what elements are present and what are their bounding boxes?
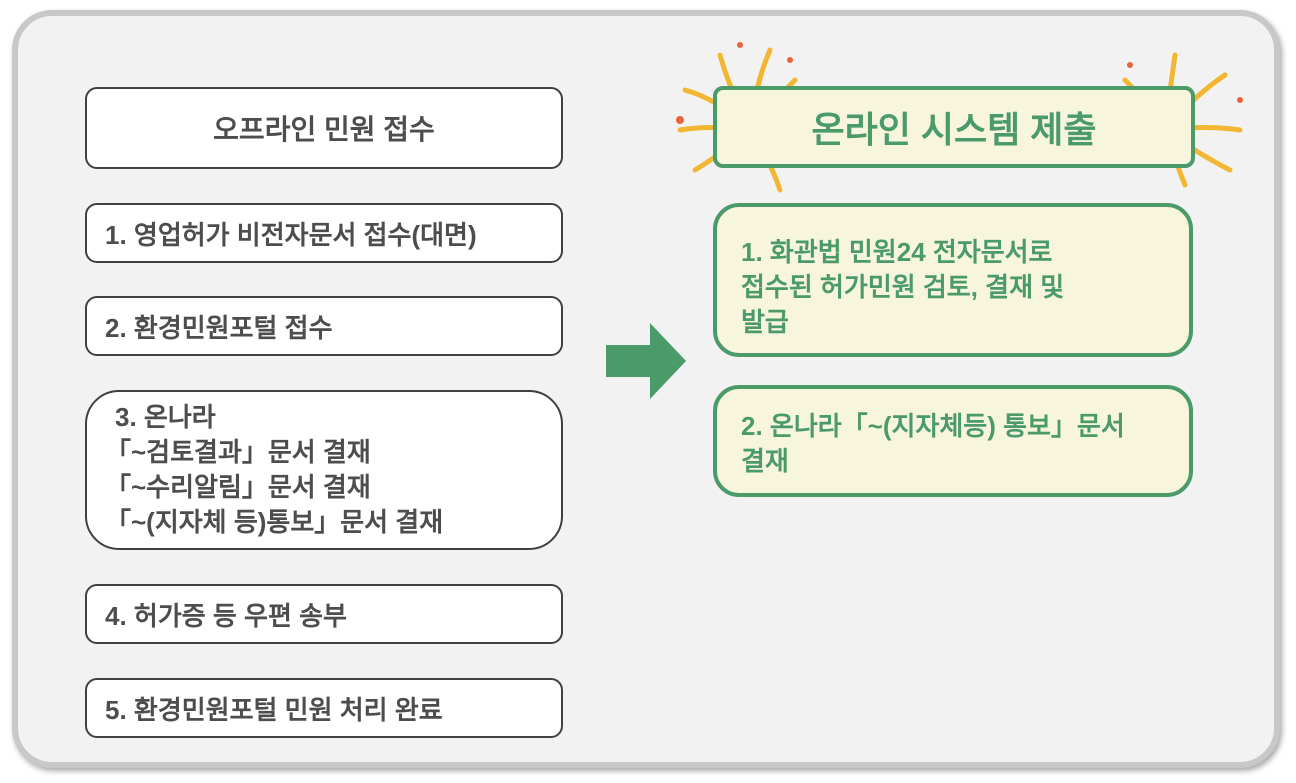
- step-text: 「~수리알림」문서 결재: [105, 472, 371, 502]
- offline-title: 오프라인 민원 접수: [213, 114, 435, 145]
- offline-step-1: 1. 영업허가 비전자문서 접수(대면): [85, 203, 563, 263]
- step-text: 2. 환경민원포털 접수: [105, 312, 333, 343]
- right-arrow-icon: [606, 323, 686, 399]
- offline-step-5: 5. 환경민원포털 민원 처리 완료: [85, 678, 563, 738]
- step-text: 1. 화관법 민원24 전자문서로: [741, 237, 1053, 267]
- offline-step-4: 4. 허가증 등 우편 송부: [85, 584, 563, 644]
- step-text: 2. 온나라「~(지자체등) 통보」문서: [741, 411, 1125, 441]
- step-text: 4. 허가증 등 우편 송부: [105, 600, 347, 631]
- online-step-1: 1. 화관법 민원24 전자문서로 접수된 허가민원 검토, 결재 및 발급: [713, 203, 1193, 357]
- step-text: 발급: [741, 307, 789, 337]
- online-title: 온라인 시스템 제출: [811, 109, 1097, 150]
- step-text: 접수된 허가민원 검토, 결재 및: [741, 272, 1065, 302]
- online-title-box: 온라인 시스템 제출: [713, 86, 1195, 168]
- offline-step-3: 3. 온나라 「~검토결과」문서 결재 「~수리알림」문서 결재 「~(지자체 …: [85, 390, 563, 550]
- step-text: 「~(지자체 등)통보」문서 결재: [105, 507, 444, 537]
- step-text: 1. 영업허가 비전자문서 접수(대면): [105, 219, 477, 250]
- online-step-2: 2. 온나라「~(지자체등) 통보」문서 결재: [713, 385, 1193, 497]
- offline-title-box: 오프라인 민원 접수: [85, 87, 563, 169]
- step-text: 5. 환경민원포털 민원 처리 완료: [105, 694, 443, 725]
- step-text: 「~검토결과」문서 결재: [105, 437, 371, 467]
- step-text: 결재: [741, 446, 789, 476]
- offline-step-2: 2. 환경민원포털 접수: [85, 296, 563, 356]
- step-text: 3. 온나라: [115, 402, 216, 432]
